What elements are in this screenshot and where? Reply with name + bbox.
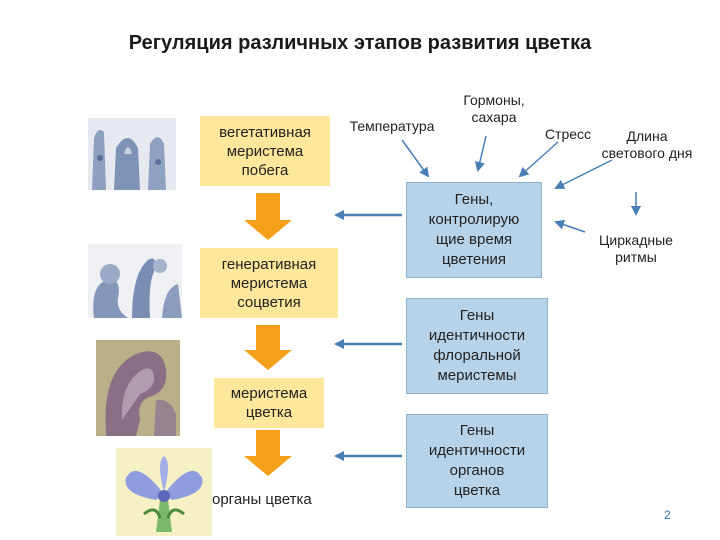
stage-arrow-1 [244,193,292,240]
flower-organs-label: органы цветка [212,491,312,508]
flower-meristem-box: меристема цветка [214,378,324,428]
vegetative-meristem-image [88,118,176,190]
stage-arrow-3 [244,430,292,476]
temperature-arrow [401,139,430,178]
inflorescence-meristem-image [88,244,182,318]
stress-label: Стресс [544,126,592,142]
flower-organs-image [116,448,212,536]
circadian-arrow [554,219,586,233]
organ-identity-genes-box: Гены идентичности органов цветка [406,414,548,508]
flower-meristem-image [96,340,180,436]
inflorescence-meristem-box: генеративная меристема соцветия [200,248,338,318]
page-title: Регуляция различных этапов развития цвет… [128,32,592,54]
hormones-label: Гормоны, сахара [463,92,525,125]
vegetative-meristem-box: вегетативная меристема побега [200,116,330,186]
temperature-label: Температура [349,118,435,134]
floral-meristem-genes-box: Гены идентичности флоральной меристемы [406,298,548,394]
daylength-arrow [554,159,613,189]
flowering-time-genes-box: Гены, контролирую щие время цветения [406,182,542,278]
page-number: 2 [664,508,671,522]
stress-arrow [518,141,559,178]
circadian-rhythms-label: Циркадные ритмы [599,232,673,265]
stage-arrow-2 [244,325,292,370]
day-length-label: Длина светового дня [601,128,693,161]
hormones-arrow [474,135,487,172]
